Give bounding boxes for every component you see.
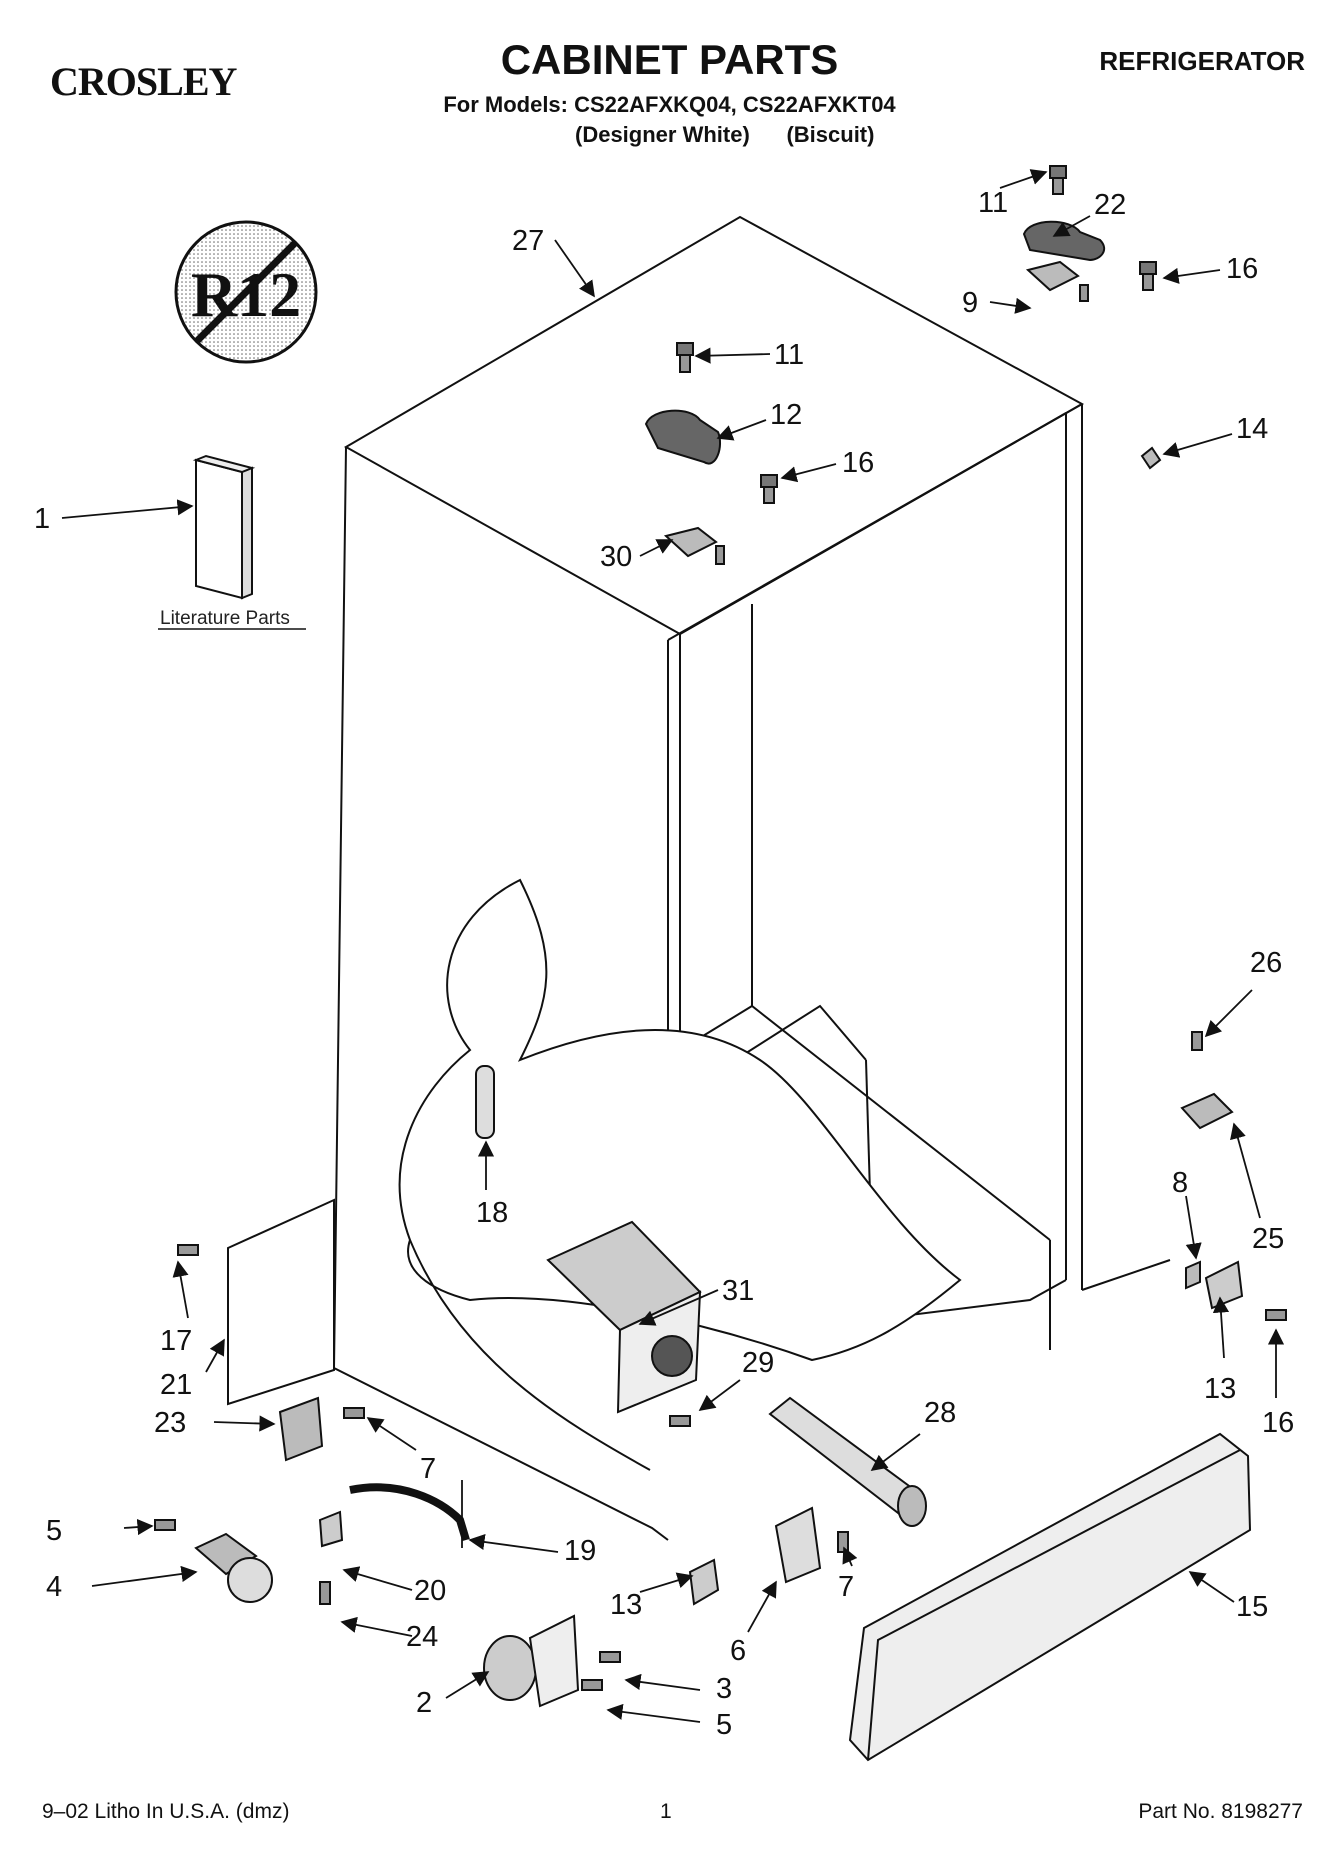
callout-20: 20 bbox=[414, 1575, 446, 1607]
callout-16: 16 bbox=[842, 447, 874, 479]
color-variants: (Designer White) (Biscuit) bbox=[575, 122, 875, 147]
model-numbers: For Models: CS22AFXKQ04, CS22AFXKT04 bbox=[443, 92, 896, 117]
callout-17: 17 bbox=[160, 1325, 192, 1357]
callout-26: 26 bbox=[1250, 947, 1282, 979]
literature-booklet bbox=[192, 454, 256, 600]
callout-2: 2 bbox=[416, 1687, 432, 1719]
callout-14: 14 bbox=[1236, 413, 1268, 445]
callout-1: 1 bbox=[34, 503, 50, 535]
callout-23: 23 bbox=[154, 1407, 186, 1439]
callout-arrows bbox=[61, 169, 1285, 1723]
callout-21: 21 bbox=[160, 1369, 192, 1401]
top-hinge-parts bbox=[644, 165, 1162, 565]
bottom-parts bbox=[154, 1031, 1287, 1762]
no-r12-badge: R12 bbox=[174, 220, 318, 364]
callout-11: 11 bbox=[774, 339, 804, 371]
page-number: 1 bbox=[660, 1800, 672, 1823]
callout-13: 13 bbox=[1204, 1373, 1236, 1405]
callout-13: 13 bbox=[610, 1589, 642, 1621]
page-title: CABINET PARTS bbox=[500, 36, 839, 83]
callout-numbers: 11 22 16 9 27 11 12 16 14 30 1 26 25 8 1… bbox=[34, 187, 1294, 1741]
callout-7: 7 bbox=[838, 1571, 854, 1603]
callout-27: 27 bbox=[512, 225, 544, 257]
literature-parts-label: Literature Parts bbox=[160, 608, 290, 629]
callout-6: 6 bbox=[730, 1635, 746, 1667]
callout-8: 8 bbox=[1172, 1167, 1188, 1199]
print-info: 9–02 Litho In U.S.A. (dmz) bbox=[42, 1800, 290, 1823]
callout-4: 4 bbox=[46, 1571, 62, 1603]
callout-28: 28 bbox=[924, 1397, 956, 1429]
callout-29: 29 bbox=[742, 1347, 774, 1379]
callout-31: 31 bbox=[722, 1275, 754, 1307]
callout-3: 3 bbox=[716, 1673, 732, 1705]
callout-5: 5 bbox=[716, 1709, 732, 1741]
callout-11: 11 bbox=[978, 187, 1008, 219]
callout-7: 7 bbox=[420, 1453, 436, 1485]
callout-9: 9 bbox=[962, 287, 978, 319]
callout-15: 15 bbox=[1236, 1591, 1268, 1623]
callout-25: 25 bbox=[1252, 1223, 1284, 1255]
cabinet-body bbox=[332, 215, 1171, 1541]
product-category: REFRIGERATOR bbox=[1099, 46, 1305, 76]
callout-22: 22 bbox=[1094, 189, 1126, 221]
callout-24: 24 bbox=[406, 1621, 438, 1653]
callout-12: 12 bbox=[770, 399, 802, 431]
callout-18: 18 bbox=[476, 1197, 508, 1229]
callout-16: 16 bbox=[1226, 253, 1258, 285]
part-number: Part No. 8198277 bbox=[1138, 1800, 1303, 1823]
brand-logo: CROSLEY bbox=[50, 59, 237, 104]
callout-30: 30 bbox=[600, 541, 632, 573]
callout-16: 16 bbox=[1262, 1407, 1294, 1439]
callout-5: 5 bbox=[46, 1515, 62, 1547]
callout-19: 19 bbox=[564, 1535, 596, 1567]
